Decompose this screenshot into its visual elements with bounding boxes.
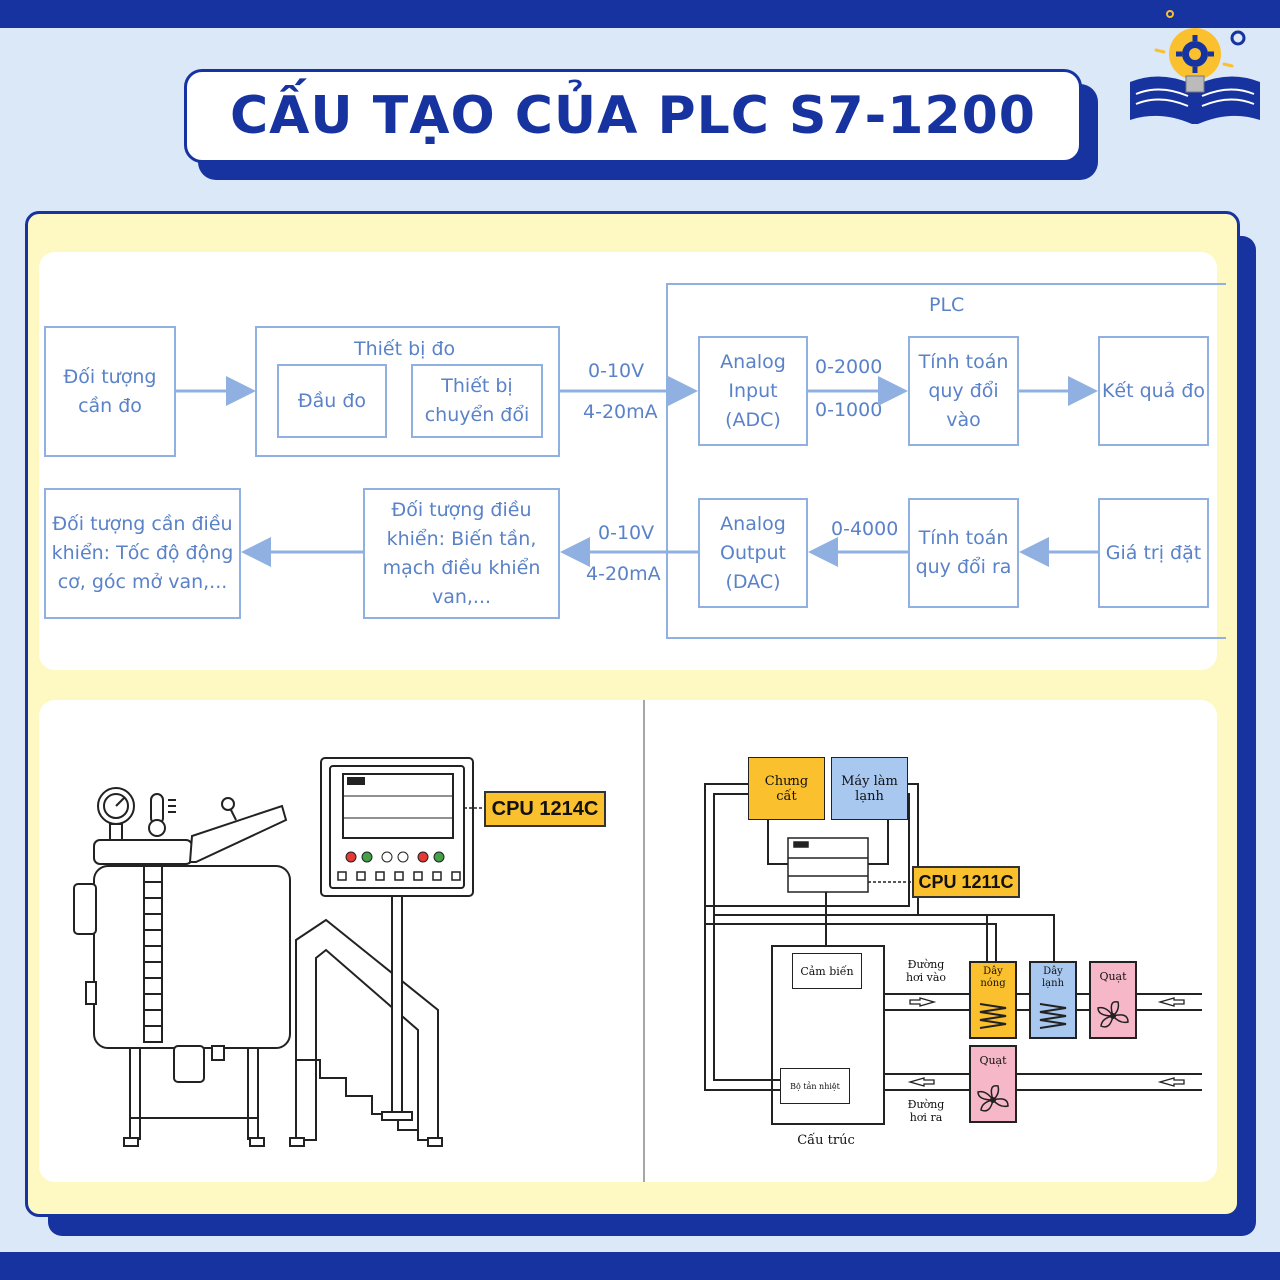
outlet-label: Đường hơi ra <box>907 1098 945 1124</box>
range-in-1: 0-2000 <box>815 356 883 378</box>
distiller-box: Chưng cất <box>748 757 825 820</box>
converter-box: Thiết bị chuyển đổi <box>411 364 543 438</box>
cpu-1211c-label: CPU 1211C <box>912 866 1020 898</box>
bottom-bar <box>0 1252 1280 1280</box>
top-bar <box>0 0 1280 28</box>
calc-in-box: Tính toán quy đổi vào <box>908 336 1019 446</box>
control-device-box: Đối tượng điều khiển: Biến tần, mạch điề… <box>363 488 560 619</box>
radiator-box: Bộ tản nhiệt <box>780 1068 850 1104</box>
book-lightbulb-logo-icon <box>1130 8 1260 124</box>
cpu-1214c-label: CPU 1214C <box>484 791 606 827</box>
fan2-label: Quạt <box>979 1054 1007 1067</box>
chiller-box: Máy làm lạnh <box>831 757 908 820</box>
measure-device-label: Thiết bị đo <box>354 338 456 360</box>
fan1-label: Quạt <box>1099 970 1127 983</box>
cooler-label: Dây lạnh <box>1041 966 1065 989</box>
plc-frame <box>666 283 1226 639</box>
inlet-label: Đường hơi vào <box>905 958 947 984</box>
result-box: Kết quả đo <box>1098 336 1209 446</box>
analog-output-box: Analog Output (DAC) <box>698 498 808 608</box>
calc-out-box: Tính toán quy đổi ra <box>908 498 1019 608</box>
object-control-box: Đối tượng cần điều khiển: Tốc độ động cơ… <box>44 488 241 619</box>
page-title: CẤU TẠO CỦA PLC S7-1200 <box>230 86 1036 146</box>
range-out: 0-4000 <box>831 518 899 540</box>
in-signal-ma: 4-20mA <box>583 401 658 423</box>
setpoint-box: Giá trị đặt <box>1098 498 1209 608</box>
application-card <box>39 700 1217 1182</box>
out-signal-v: 0-10V <box>598 522 655 544</box>
object-measure-box: Đối tượng cần đo <box>44 326 176 457</box>
sensor-box: Cảm biến <box>792 953 862 989</box>
range-in-2: 0-1000 <box>815 399 883 421</box>
sensor-head-box: Đầu đo <box>277 364 387 438</box>
heater-label: Dây nóng <box>980 966 1006 989</box>
out-signal-ma: 4-20mA <box>586 563 661 585</box>
plc-label: PLC <box>929 294 965 316</box>
title-banner: CẤU TẠO CỦA PLC S7-1200 <box>184 69 1082 163</box>
analog-input-box: Analog Input (ADC) <box>698 336 808 446</box>
structure-label: Cấu trúc <box>797 1133 855 1148</box>
in-signal-v: 0-10V <box>588 360 645 382</box>
